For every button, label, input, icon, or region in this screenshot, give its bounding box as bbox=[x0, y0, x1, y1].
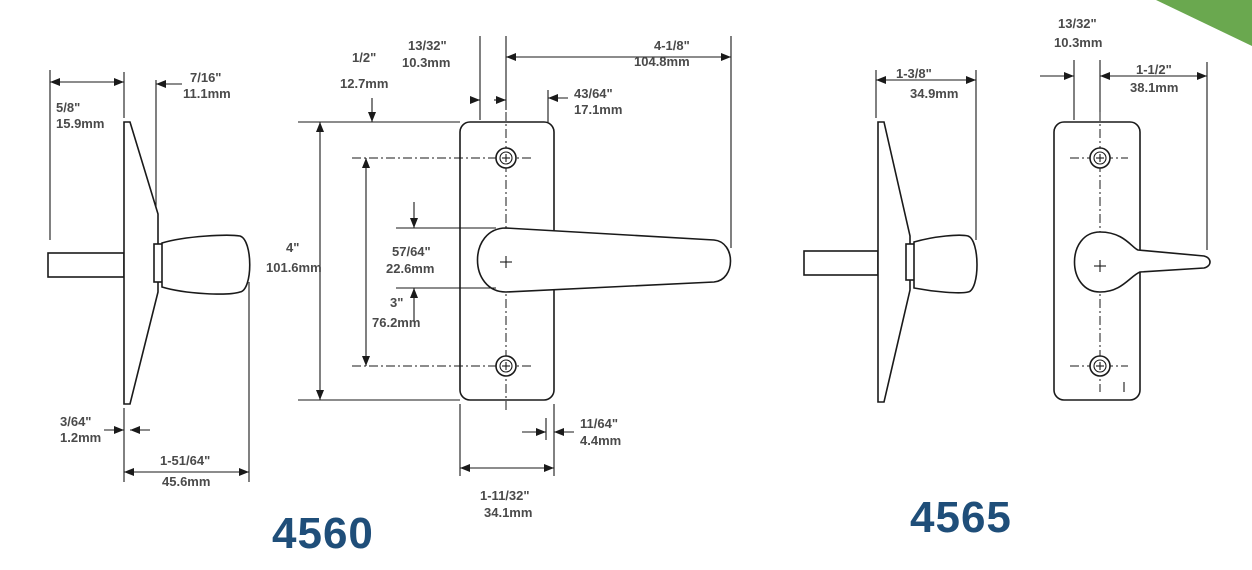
side-view-4560 bbox=[47, 70, 251, 482]
model-number-4565: 4565 bbox=[910, 493, 1012, 542]
dim-7-16: 7/16" 11.1mm bbox=[183, 70, 231, 101]
svg-text:3": 3" bbox=[390, 295, 403, 310]
dim-57-64: 57/64" 22.6mm bbox=[386, 244, 434, 276]
svg-text:5/8": 5/8" bbox=[56, 100, 80, 115]
dim-5-8: 5/8" 15.9mm bbox=[56, 100, 104, 131]
dim-3: 3" 76.2mm bbox=[372, 295, 420, 330]
svg-text:10.3mm: 10.3mm bbox=[402, 55, 450, 70]
dim-13-32-left: 13/32" 10.3mm bbox=[402, 38, 450, 70]
svg-text:15.9mm: 15.9mm bbox=[56, 116, 104, 131]
dim-4-1-8: 4-1/8" 104.8mm bbox=[634, 38, 690, 69]
svg-text:45.6mm: 45.6mm bbox=[162, 474, 210, 489]
dim-13-32-right: 13/32" 10.3mm bbox=[1054, 16, 1102, 50]
dim-1-3-8: 1-3/8" 34.9mm bbox=[896, 66, 958, 101]
svg-text:13/32": 13/32" bbox=[1058, 16, 1097, 31]
svg-text:4-1/8": 4-1/8" bbox=[654, 38, 690, 53]
svg-text:43/64": 43/64" bbox=[574, 86, 613, 101]
svg-text:34.1mm: 34.1mm bbox=[484, 505, 532, 520]
svg-text:13/32": 13/32" bbox=[408, 38, 447, 53]
svg-text:7/16": 7/16" bbox=[190, 70, 221, 85]
model-number-4560: 4560 bbox=[272, 509, 374, 558]
svg-text:11.1mm: 11.1mm bbox=[183, 86, 231, 101]
svg-text:11/64": 11/64" bbox=[580, 416, 618, 431]
svg-text:34.9mm: 34.9mm bbox=[910, 86, 958, 101]
svg-text:12.7mm: 12.7mm bbox=[340, 76, 388, 91]
svg-text:22.6mm: 22.6mm bbox=[386, 261, 434, 276]
svg-text:1.2mm: 1.2mm bbox=[60, 430, 101, 445]
svg-text:3/64": 3/64" bbox=[60, 414, 91, 429]
side-view-4565 bbox=[803, 70, 978, 403]
svg-text:1/2": 1/2" bbox=[352, 50, 376, 65]
dim-43-64: 43/64" 17.1mm bbox=[574, 86, 622, 117]
svg-text:76.2mm: 76.2mm bbox=[372, 315, 420, 330]
svg-text:4.4mm: 4.4mm bbox=[580, 433, 621, 448]
dim-4: 4" 101.6mm bbox=[266, 240, 322, 275]
svg-text:1-1/2": 1-1/2" bbox=[1136, 62, 1172, 77]
front-view-4565 bbox=[1053, 60, 1211, 401]
front-view-4560 bbox=[298, 36, 732, 476]
dim-1-1-2: 1-1/2" 38.1mm bbox=[1130, 62, 1178, 95]
svg-text:38.1mm: 38.1mm bbox=[1130, 80, 1178, 95]
svg-text:4": 4" bbox=[286, 240, 299, 255]
svg-text:57/64": 57/64" bbox=[392, 244, 431, 259]
svg-text:101.6mm: 101.6mm bbox=[266, 260, 322, 275]
dimension-lines bbox=[50, 53, 1207, 476]
corner-accent bbox=[1156, 0, 1252, 46]
dim-1-51-64: 1-51/64" 45.6mm bbox=[160, 453, 210, 489]
dim-11-64: 11/64" 4.4mm bbox=[580, 416, 621, 448]
svg-text:1-11/32": 1-11/32" bbox=[480, 488, 530, 503]
svg-text:10.3mm: 10.3mm bbox=[1054, 35, 1102, 50]
dim-3-64: 3/64" 1.2mm bbox=[60, 414, 101, 445]
dim-1-11-32: 1-11/32" 34.1mm bbox=[480, 488, 532, 520]
svg-text:17.1mm: 17.1mm bbox=[574, 102, 622, 117]
svg-text:1-51/64": 1-51/64" bbox=[160, 453, 210, 468]
svg-text:104.8mm: 104.8mm bbox=[634, 54, 690, 69]
svg-text:1-3/8": 1-3/8" bbox=[896, 66, 932, 81]
dim-1-2: 1/2" 12.7mm bbox=[340, 50, 388, 91]
